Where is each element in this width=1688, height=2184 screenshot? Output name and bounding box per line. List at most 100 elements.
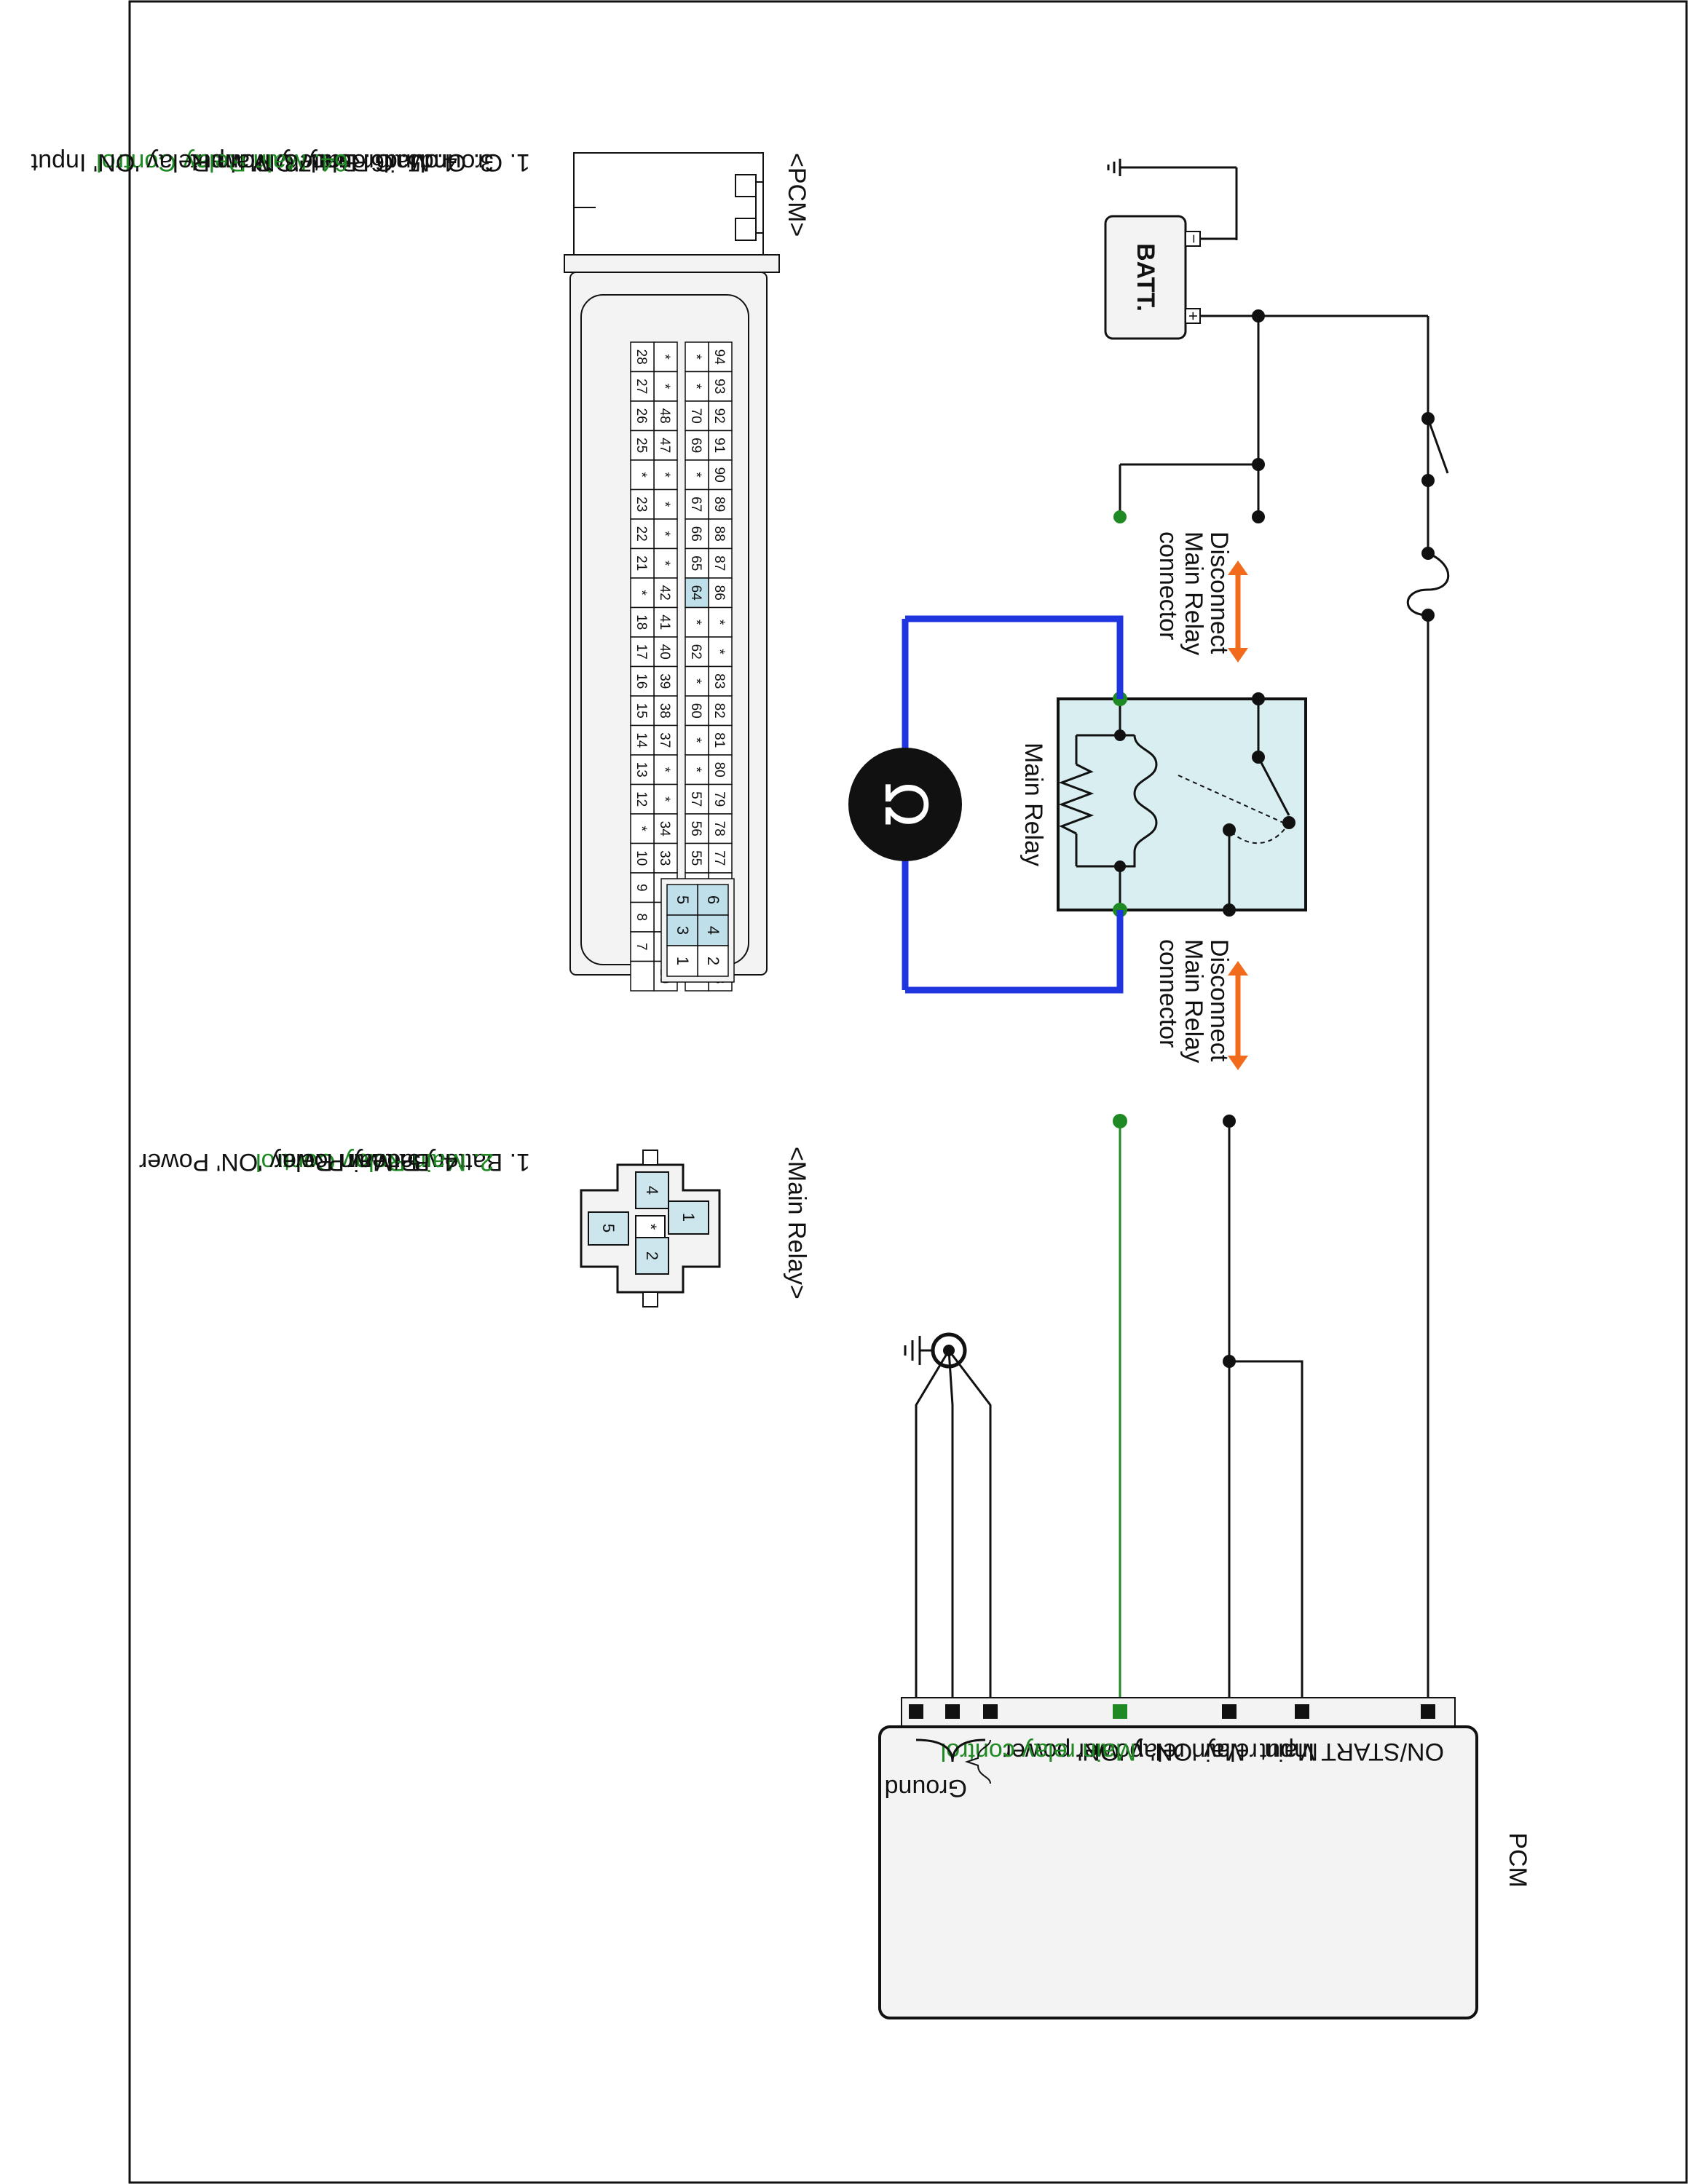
pcm-pin-label: 77 xyxy=(711,850,727,866)
pcm-pin-label: 37 xyxy=(657,732,672,748)
pcm-legend-item-3: 3. Ground xyxy=(384,149,494,176)
pcm-pin-label: * xyxy=(657,561,672,566)
relay-cavity-4: 4 xyxy=(643,1186,661,1195)
pcm-pin-label: 79 xyxy=(711,791,727,807)
pcm-small-pin-cell xyxy=(666,945,698,977)
pcm-block: PCM ON/START Input Main relay 'ON' power… xyxy=(878,1697,1531,2019)
pcm-pin-label: 28 xyxy=(634,349,649,365)
pcm-pin-label: * xyxy=(711,649,727,655)
pcm-pin-label: 14 xyxy=(634,732,649,748)
pcm-pin-label: 57 xyxy=(688,791,703,807)
relay-cavity-5: 5 xyxy=(599,1224,618,1233)
pcm-pin-label: 66 xyxy=(688,526,703,542)
relay-legend-item-4: 4. Battery Power xyxy=(275,1148,457,1176)
disconnect-label-left-1: Disconnect xyxy=(1205,531,1233,654)
pcm-pin-label: 25 xyxy=(634,438,649,453)
relay-legend-item-2: 2. Main Relay Control xyxy=(256,1148,494,1176)
pcm-pin-label: 56 xyxy=(688,821,703,836)
pcm-small-pin-label: 3 xyxy=(674,926,692,935)
disconnect-label-right-2: Main Relay xyxy=(1180,939,1207,1063)
pcm-small-pin-label: 4 xyxy=(704,926,722,935)
pcm-legend-item-5: 5. Ground xyxy=(311,149,421,176)
pcm-pin-label: 91 xyxy=(711,438,727,453)
pcm-pin-label: * xyxy=(634,826,649,832)
relay-connector: 1 2 4 5 * xyxy=(580,1150,721,1307)
ground-icon xyxy=(904,1332,967,1369)
main-relay: Main Relay xyxy=(1019,692,1307,917)
pcm-pin-label: 86 xyxy=(711,585,727,601)
pcm-pin-ground: Ground xyxy=(885,1774,967,1802)
pcm-connector-heading-g: <PCM> xyxy=(783,153,811,237)
ground-icon xyxy=(1107,159,1145,176)
pcm-pin-label: 16 xyxy=(634,673,649,689)
pcm-pin-label: 92 xyxy=(711,408,727,424)
main-relay-label: Main Relay xyxy=(1019,743,1047,866)
relay-legend-item-5: 5. Main Relay 'ON' Power xyxy=(139,1148,421,1176)
pcm-pin-label: 23 xyxy=(634,496,649,512)
pcm-pin-label: 94 xyxy=(711,349,727,365)
pcm-pin-label: 8 xyxy=(634,913,649,921)
pcm-pin-label: 62 xyxy=(688,644,703,660)
pcm-pin-label: 82 xyxy=(711,703,727,719)
pcm-small-pin-label: 1 xyxy=(674,957,692,965)
svg-text:−: − xyxy=(1185,234,1203,244)
relay-cavity-1: 1 xyxy=(679,1213,698,1222)
pcm-pin-label: * xyxy=(657,384,672,389)
pcm-pin-label: 15 xyxy=(634,703,649,719)
pcm-pin-label: 12 xyxy=(634,791,649,807)
pcm-pin-label: 17 xyxy=(634,644,649,660)
svg-text:+: + xyxy=(1184,312,1202,321)
pcm-pin-label: * xyxy=(657,767,672,773)
pcm-small-pin-label: 6 xyxy=(704,895,722,904)
pcm-pin-label: * xyxy=(634,472,649,478)
pcm-pin-label: * xyxy=(688,355,703,360)
pcm-pin-label: 21 xyxy=(634,555,649,571)
pcm-pin-label: 9 xyxy=(634,884,649,892)
pcm-pin-label: 80 xyxy=(711,762,727,778)
svg-text:Ω: Ω xyxy=(872,782,939,826)
pcm-pin-main-relay-on-2: Main relay 'ON' power xyxy=(1003,1738,1245,1765)
pcm-pin-label: 89 xyxy=(711,496,727,512)
pcm-pin-label: * xyxy=(688,472,703,478)
pcm-pin-label: 41 xyxy=(657,614,672,630)
battery-label: BATT. xyxy=(1132,243,1159,312)
pcm-pin-label: 90 xyxy=(711,467,727,483)
pcm-pin-label: 93 xyxy=(711,379,727,394)
pcm-pin-label: 7 xyxy=(634,943,649,951)
pcm-pin-grid: 949392919089888786**83828180797877*75747… xyxy=(630,341,733,992)
pcm-pin-label: 48 xyxy=(657,408,672,424)
pcm-pin-label: * xyxy=(634,590,649,596)
pcm-pin-label: 55 xyxy=(688,850,703,866)
pcm-pin-label: 22 xyxy=(634,526,649,542)
pcm-pin-label: 33 xyxy=(657,850,672,866)
pcm-pin-label: * xyxy=(657,531,672,537)
pcm-pin-label: 78 xyxy=(711,821,727,836)
pcm-pin-label: * xyxy=(688,678,703,684)
pcm-pin-label: 60 xyxy=(688,703,703,719)
pcm-pin-label: * xyxy=(688,620,703,625)
pcm-pin-label: * xyxy=(688,767,703,773)
pcm-legend-item-6: 6. Battery Power xyxy=(202,149,384,176)
pcm-legend-item-64: 64. Main Relay Control xyxy=(96,149,348,176)
pcm-pin-label: 38 xyxy=(657,703,672,719)
relay-cavity-2: 2 xyxy=(643,1251,661,1260)
pcm-pin-on-start: ON/START Input xyxy=(1259,1738,1444,1765)
pcm-title: PCM xyxy=(1504,1832,1531,1888)
pcm-pin-label: 26 xyxy=(634,408,649,424)
pcm-pin-label: 18 xyxy=(634,614,649,630)
pcm-connector: 949392919089888786**83828180797877*75747… xyxy=(564,152,780,992)
fuse-icon xyxy=(1406,552,1450,617)
disconnect-label-right-3: connector xyxy=(1154,939,1182,1048)
pcm-pin-label: 39 xyxy=(657,673,672,689)
pcm-pin-label: * xyxy=(657,472,672,478)
disconnect-arrow-right: Disconnect Main Relay connector xyxy=(1154,939,1248,1070)
pcm-pin-label: 81 xyxy=(711,732,727,748)
ohmmeter-icon: Ω xyxy=(848,748,962,861)
pcm-pin-label: 88 xyxy=(711,526,727,542)
page-frame xyxy=(128,0,1688,2184)
relay-connector-heading: <Main Relay> xyxy=(783,1147,811,1299)
pcm-pin-main-relay-control: Main relay control xyxy=(941,1738,1136,1765)
green-node-relay-ctrl-top xyxy=(1113,510,1127,523)
